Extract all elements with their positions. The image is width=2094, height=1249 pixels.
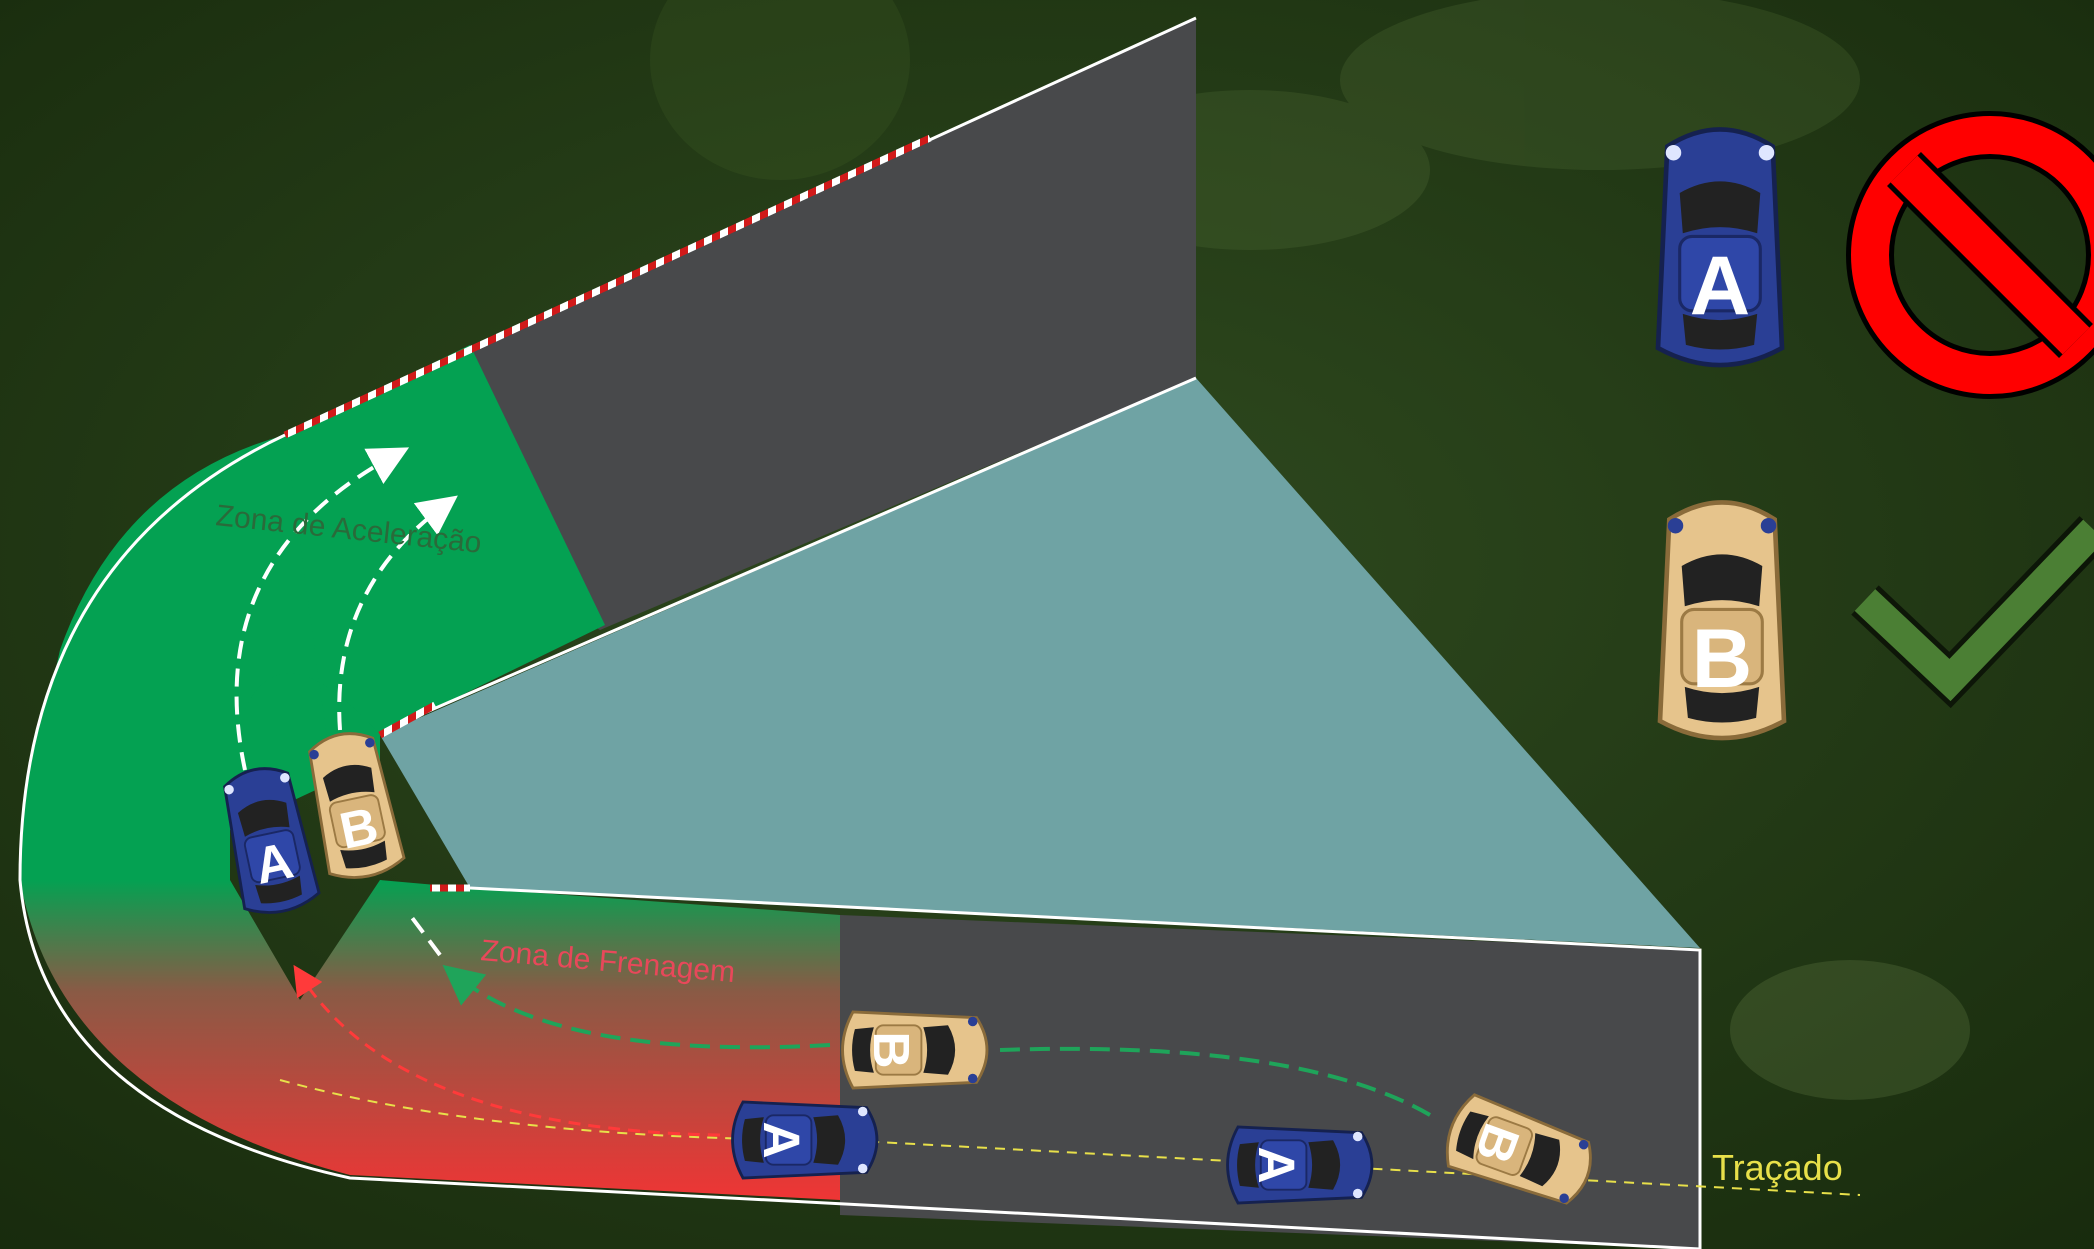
racing-line-label: Traçado — [1712, 1147, 1843, 1188]
car-a-braking-letter: A — [753, 1121, 810, 1158]
car-a-straight: A — [1228, 1127, 1372, 1203]
legend-car-b-letter: B — [1692, 611, 1752, 705]
legend-car-b: B — [1660, 502, 1784, 738]
legend-car-a-letter: A — [1690, 238, 1750, 332]
car-a-braking: A — [733, 1102, 877, 1178]
legend-car-a: A — [1658, 129, 1782, 365]
car-a-straight-letter: A — [1248, 1146, 1305, 1183]
car-b-braking: B — [843, 1012, 987, 1088]
car-b-braking-letter: B — [863, 1031, 920, 1068]
